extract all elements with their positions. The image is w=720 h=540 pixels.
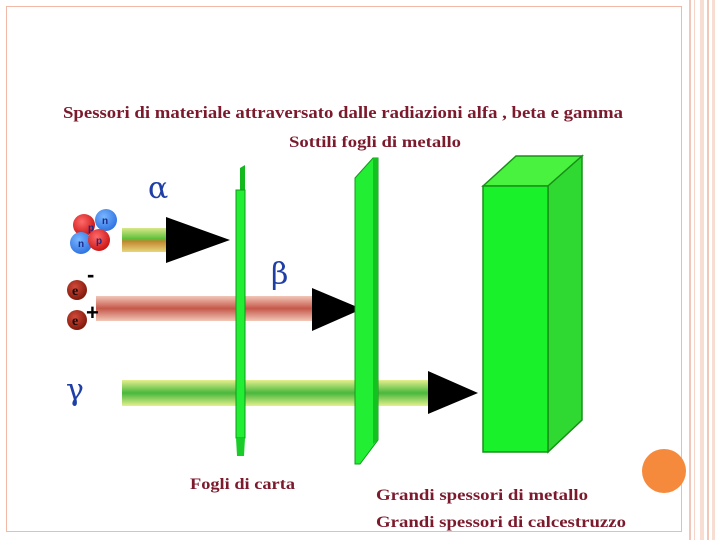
- label-thick-metal: Grandi spessori di metallo: [376, 487, 588, 504]
- beta-symbol: β: [271, 257, 288, 292]
- gamma-arrow-head: [428, 371, 478, 414]
- label-thin-metal: Sottili fogli di metallo: [289, 134, 461, 151]
- svg-text:-: -: [87, 262, 94, 287]
- beta-beam: [96, 296, 314, 321]
- svg-text:e: e: [72, 284, 78, 299]
- label-paper: Fogli di carta: [190, 476, 295, 493]
- diagram-title: Spessori di materiale attraversato dalle…: [63, 103, 623, 122]
- svg-text:p: p: [88, 223, 94, 234]
- electron-icon: e -: [67, 262, 94, 300]
- gamma-beam: [122, 380, 430, 406]
- thick-block-barrier: [483, 156, 582, 452]
- alpha-symbol: α: [148, 171, 168, 206]
- svg-text:p: p: [96, 236, 102, 247]
- positron-icon: e +: [67, 300, 99, 330]
- svg-text:n: n: [102, 216, 108, 227]
- thin-metal-sheet-barrier: [355, 158, 378, 464]
- svg-text:e: e: [72, 314, 78, 329]
- gamma-symbol: γ: [66, 373, 84, 408]
- alpha-nucleus-icon: n p n p: [70, 209, 117, 254]
- alpha-arrow-head: [166, 217, 230, 263]
- alpha-beam: [122, 228, 170, 252]
- svg-text:+: +: [86, 300, 99, 325]
- paper-sheet-barrier: [236, 165, 245, 456]
- svg-text:n: n: [78, 239, 84, 250]
- label-thick-concrete: Grandi spessori di calcestruzzo: [376, 514, 626, 531]
